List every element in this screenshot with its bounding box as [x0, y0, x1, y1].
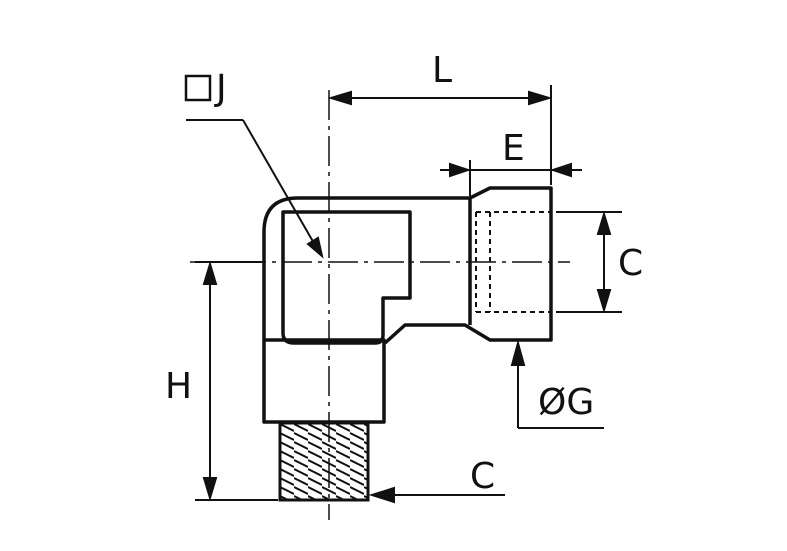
dimension-c-bottom: [368, 486, 505, 504]
label-diameter-g: ØG: [538, 382, 594, 423]
dimension-c-right: [556, 210, 622, 314]
label-l: L: [432, 50, 452, 91]
fitting-body: [262, 186, 553, 424]
dimension-e: [440, 160, 582, 196]
square-icon: [184, 74, 212, 102]
male-thread: [278, 421, 370, 502]
label-j: J: [214, 68, 227, 109]
square-j-callout: [184, 74, 324, 259]
label-h: H: [165, 366, 192, 407]
dimension-h: [195, 260, 278, 502]
label-c-bottom: C: [470, 456, 495, 497]
label-e: E: [502, 128, 525, 169]
label-c-right: C: [618, 243, 643, 284]
dimension-g: [510, 339, 604, 429]
dimension-l: [327, 85, 553, 185]
